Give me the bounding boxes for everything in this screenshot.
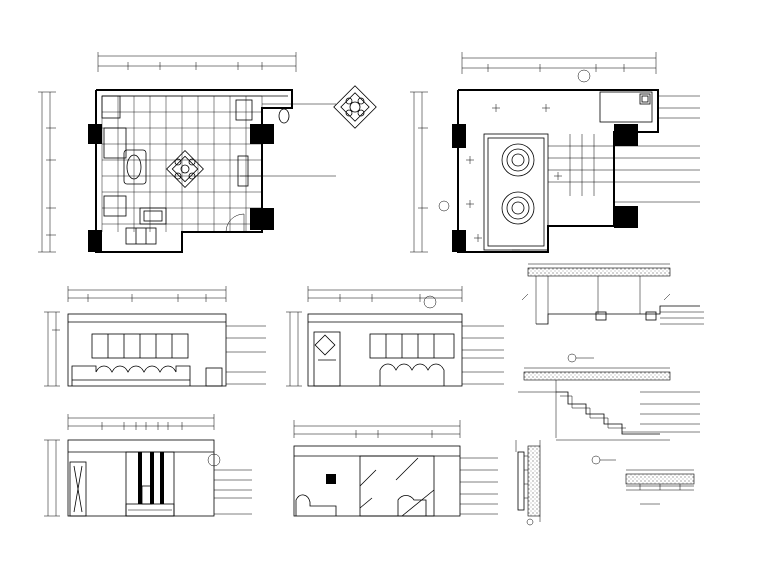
leader-lines [240,103,336,177]
elev-b-leaders [462,325,504,385]
living-furniture [101,95,290,245]
floor-inset-medallion [333,85,377,129]
floor-tile-grid [101,95,263,232]
ceiling-top-dimensions [461,52,657,74]
elevation-d [293,420,498,517]
elev-d-switch [326,474,336,484]
flower-rug [166,150,204,188]
downlight-markers [438,104,562,251]
detail-section [591,455,695,505]
elev-d-leaders [460,457,498,515]
step-section [518,367,700,441]
elev-b-door [313,331,341,387]
elev-d-window [359,455,435,517]
elev-a-panels [91,333,189,359]
ceiling-columns [452,124,638,252]
ceiling-left-dimensions [410,91,428,253]
ceiling-recess [483,133,549,251]
section-marker-1 [567,353,577,363]
floor-plan-top-dimensions [97,52,297,72]
elev-b-sofa [379,363,445,386]
elev-c-feature-wall [125,451,175,517]
floor-plan-left-dimensions [38,91,56,253]
elevation-b [286,286,504,387]
elev-c-door [69,461,87,517]
elev-a-dimensions [44,286,227,387]
elev-a-sofa [71,365,223,387]
elev-b-panels [369,333,455,359]
ceiling-light-box [599,91,653,123]
elev-d-chair [295,494,427,516]
elev-b-dimensions [286,286,463,387]
elev-c-leaders [214,469,252,515]
wall-section [515,440,541,526]
floor-plan [38,52,377,253]
elev-d-dimensions [293,420,461,438]
elevation-a [44,286,266,387]
elevation-c [44,414,252,517]
structural-columns [88,124,274,252]
ceiling-section [521,263,704,363]
ceiling-plan [410,52,700,253]
axis-marker [577,69,591,83]
ceiling-leaders [548,95,700,203]
ceiling-section-leaders [660,311,704,325]
step-section-leaders [556,391,700,441]
elev-c-dimensions [44,414,215,517]
elev-a-leaders [226,325,266,385]
section-marker-2 [591,455,601,465]
door-swing [225,213,245,233]
